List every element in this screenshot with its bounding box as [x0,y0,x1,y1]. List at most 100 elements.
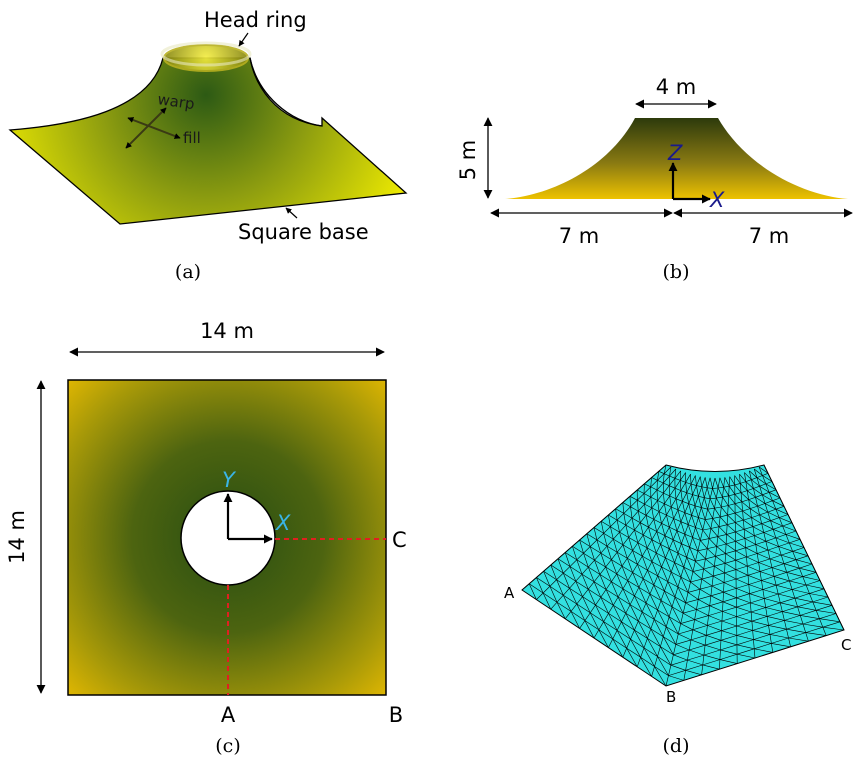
mesh-edge [563,595,572,612]
mesh-edge [621,621,635,631]
mesh-edge [663,492,670,497]
mesh-edge [612,638,627,649]
mesh-edge [698,517,706,520]
mesh-edge [619,531,629,538]
mesh-edge [670,506,674,519]
mesh-edge [736,616,752,622]
mesh-edge [622,502,625,514]
mesh-edge [747,562,759,567]
mesh-edge [719,516,728,525]
mesh-edge [767,616,785,621]
mesh-edge [685,482,687,493]
mesh-edge [593,527,604,534]
mesh-edge [735,569,749,576]
mesh-edge [769,489,777,493]
mesh-edge [675,639,692,645]
mesh-edge [698,599,710,606]
mesh-edge [629,496,638,501]
mesh-edge [792,551,809,557]
mesh-edge [671,571,682,578]
mesh-edge [719,653,738,660]
mesh-edge [569,566,577,582]
mesh-edge [753,639,772,644]
mesh-edge [690,483,697,486]
mesh-edge [748,499,758,507]
mesh-edge [593,581,607,590]
mesh-edge [780,597,795,604]
mesh-edge [611,559,617,575]
mesh-edge [685,599,699,604]
mesh-edge [751,611,768,617]
mesh-edge [668,616,679,635]
mesh-edge [763,529,774,533]
mesh-edge [670,659,688,666]
mesh-edge [755,497,766,504]
mesh-edge [600,521,604,534]
mesh-edge [643,493,651,498]
mesh-edge [634,595,647,604]
mesh-edge [714,508,721,518]
mesh-edge [736,584,749,589]
mesh-edge [750,505,758,509]
mesh-edge [647,638,661,647]
mesh-edge [616,573,624,590]
mesh-edge [682,501,689,504]
mesh-edge [634,629,645,649]
mesh-edge [657,609,670,618]
mesh-edge [642,578,651,595]
mesh-edge [770,517,780,521]
mesh-edge [719,659,738,664]
mesh-edge [795,559,813,565]
mesh-edge [564,552,571,567]
mesh-edge [736,602,751,608]
mesh-edge [773,529,787,535]
mesh-edge [616,519,626,526]
mesh-edge [736,639,754,646]
mesh-edge [630,638,645,649]
mesh-edge [701,575,714,580]
point-a-label: A [221,703,236,727]
mesh-edge [590,546,601,554]
mesh-edge [653,519,662,524]
mesh-edge [661,523,670,528]
mesh-edge [709,477,713,489]
mesh-edge [705,556,716,560]
mesh-edge [751,616,768,622]
mesh-edge [720,644,737,651]
mesh-edge [557,558,564,574]
mesh-edge [663,636,674,655]
mesh-edge [661,566,672,573]
mesh-edge [759,514,771,521]
mesh-edge [695,475,697,486]
mesh-edge [643,647,658,657]
mesh-edge [714,563,726,567]
mesh-edge [654,666,667,687]
mesh-edge [758,562,773,568]
mesh-edge [726,534,736,542]
mesh-edge [616,630,631,640]
mesh-edge [666,514,674,519]
mesh-edge [611,581,619,598]
mesh-edge [638,510,647,516]
mesh-edge [717,536,727,545]
mesh-edge [735,556,747,561]
mesh-edge [579,539,584,554]
mesh-edge [617,596,631,605]
mesh-edge [632,550,638,565]
mesh-edge [748,580,762,585]
mesh-edge [702,529,710,539]
mesh-edge [771,637,789,644]
mesh-edge [800,610,817,616]
mesh-edge [728,486,736,495]
mesh-edge [741,501,751,509]
mesh-edge [556,579,564,596]
mesh-edge [576,559,583,575]
mesh-edge [608,514,611,527]
mesh-edge [603,621,614,640]
height-label: 5 m [456,140,480,181]
mesh-edge [586,533,591,547]
mesh-edge [700,540,708,549]
mesh-edge [669,548,679,554]
mesh-edge [648,526,657,532]
mesh-edge [782,606,798,612]
